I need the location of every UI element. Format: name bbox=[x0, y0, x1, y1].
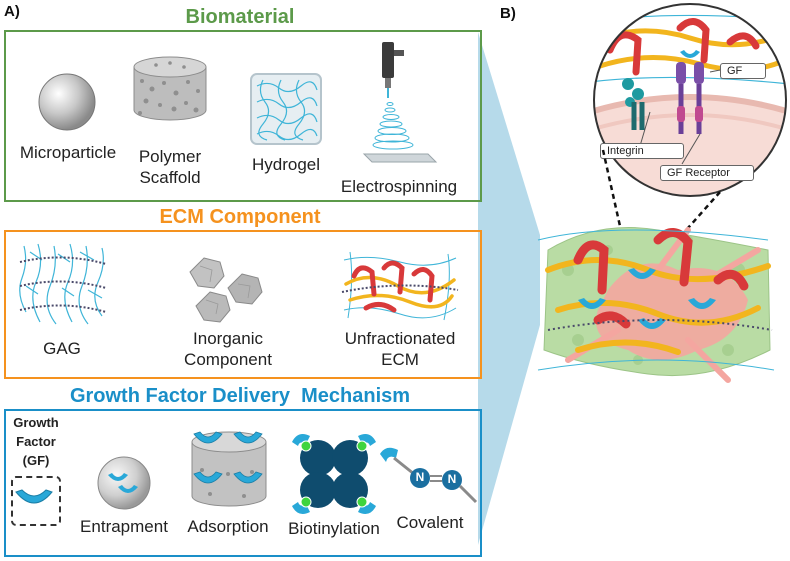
gf-receptor-callout: GF Receptor bbox=[660, 165, 754, 181]
biomaterial-title: Biomaterial bbox=[185, 6, 295, 28]
tissue-construct-illustration bbox=[537, 227, 775, 383]
ecm-title: ECM Component bbox=[159, 206, 321, 228]
inorganic-component-icon bbox=[189, 257, 263, 323]
covalent-label: Covalent bbox=[396, 513, 464, 532]
integrin-callout: Integrin bbox=[600, 143, 684, 159]
gf-legend-frame bbox=[11, 476, 61, 526]
panel-a-letter: A) bbox=[4, 3, 20, 20]
polymer-scaffold-label: Polymer Scaffold bbox=[138, 147, 202, 187]
gag-label: GAG bbox=[43, 339, 81, 358]
unfractionated-ecm-label: Unfractionated ECM bbox=[344, 329, 456, 369]
ecm-box bbox=[4, 230, 482, 379]
hydrogel-label: Hydrogel bbox=[251, 155, 321, 174]
covalent-atom-n1: N bbox=[415, 470, 425, 484]
covalent-atom-n2: N bbox=[447, 472, 457, 486]
gf-legend-label: Growth Factor (GF) bbox=[13, 415, 59, 468]
growth-factor-icon bbox=[15, 489, 53, 504]
electrospinning-icon bbox=[362, 42, 438, 163]
microparticle-icon bbox=[38, 73, 96, 131]
biotinylation-icon bbox=[292, 434, 376, 514]
biomaterial-box bbox=[4, 30, 482, 202]
gf-callout: GF bbox=[720, 63, 766, 79]
polymer-scaffold-icon bbox=[133, 56, 207, 121]
covalent-icon bbox=[380, 447, 478, 504]
gf-delivery-title: Growth Factor Delivery Mechanism bbox=[69, 385, 411, 407]
adsorption-label: Adsorption bbox=[187, 517, 269, 536]
microparticle-label: Microparticle bbox=[19, 143, 117, 162]
hydrogel-icon bbox=[250, 73, 322, 145]
inorganic-component-label: Inorganic Component bbox=[184, 329, 272, 369]
entrapment-icon bbox=[97, 456, 151, 510]
gf-delivery-box bbox=[4, 409, 482, 557]
electrospinning-label: Electrospinning bbox=[340, 177, 458, 196]
entrapment-label: Entrapment bbox=[80, 517, 168, 536]
biotinylation-label: Biotinylation bbox=[288, 519, 380, 538]
adsorption-icon bbox=[191, 431, 267, 507]
panel-b-letter: B) bbox=[500, 5, 516, 22]
gag-icon bbox=[19, 243, 107, 325]
unfractionated-ecm-icon bbox=[341, 251, 459, 321]
